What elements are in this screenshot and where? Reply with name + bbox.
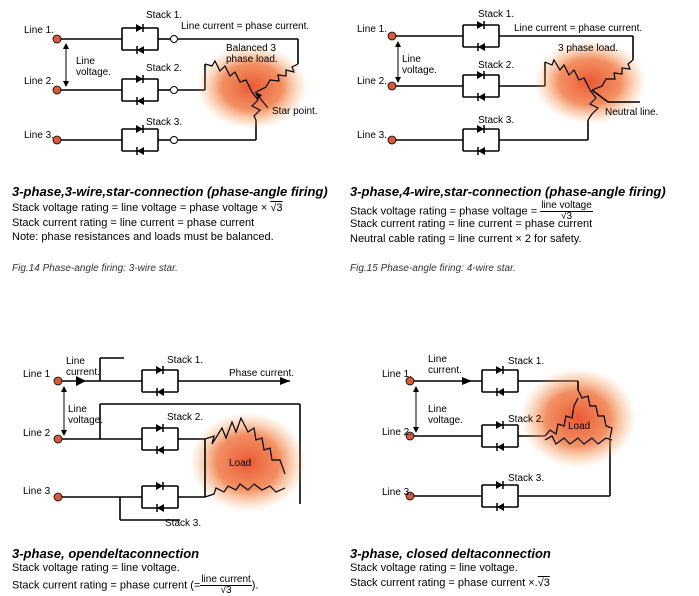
star4-line3: Neutral cable rating = line current × 2 … xyxy=(350,233,582,245)
sqrt3-symbol: √3 xyxy=(537,577,550,589)
star3-line2: Stack current rating = line current = ph… xyxy=(12,217,255,229)
open-delta-diagram xyxy=(53,357,306,521)
fig15-line2-label: Line 2. xyxy=(357,76,388,87)
fig14-line-voltage-label: Line voltage. xyxy=(76,56,112,78)
closed-delta-line1-label: Line 1. xyxy=(382,369,413,380)
closed-delta-line2-label: Line 2. xyxy=(382,427,413,438)
sqrt3-symbol: √3 xyxy=(270,202,283,214)
open-delta-stack1-label: Stack 1. xyxy=(167,355,204,366)
open-delta-load-label: Load xyxy=(229,458,252,469)
fig14-diagram xyxy=(52,23,307,156)
open-delta-heading: 3-phase, opendeltaconnection xyxy=(12,546,200,561)
star4-line2: Stack current rating = line current = ph… xyxy=(350,218,593,230)
open-delta-line-voltage-label: Line voltage. xyxy=(68,404,104,426)
closed-delta-line1: Stack voltage rating = line voltage. xyxy=(350,562,518,574)
fig15-load-label: 3 phase load. xyxy=(558,43,619,54)
closed-delta-diagram xyxy=(405,365,636,512)
fig14-load-label: Balanced 3 phase load. xyxy=(226,43,278,65)
open-delta-fraction: line current√3 xyxy=(200,574,252,596)
star4-line1: Stack voltage rating = phase voltage = l… xyxy=(350,200,593,222)
fig14-line1-label: Line 1. xyxy=(24,25,55,36)
open-delta-line2: Stack current rating = phase current (=l… xyxy=(12,574,259,596)
fig14-stack1-label: Stack 1. xyxy=(146,10,183,21)
open-delta-phase-current-label: Phase current. xyxy=(229,368,295,379)
closed-delta-line3-label: Line 3. xyxy=(382,487,413,498)
closed-delta-heading: 3-phase, closed deltaconnection xyxy=(350,546,551,561)
fig15-line-voltage-label: Line voltage. xyxy=(402,54,438,76)
closed-delta-line-voltage-label: Line voltage. xyxy=(428,404,464,426)
star4-fraction: line voltage√3 xyxy=(540,200,593,222)
fig15-line3-label: Line 3. xyxy=(357,130,388,141)
fig14-line2-label: Line 2. xyxy=(24,76,55,87)
open-delta-line-current-label: Line current. xyxy=(66,356,100,378)
fig15-stack3-label: Stack 3. xyxy=(478,115,515,126)
open-delta-line1: Stack voltage rating = line voltage. xyxy=(12,562,180,574)
open-delta-line3-label: Line 3 xyxy=(23,486,51,497)
star3-line1: Stack voltage rating = line voltage = ph… xyxy=(12,202,283,214)
fig14-stack3-label: Stack 3. xyxy=(146,117,183,128)
open-delta-line2-label: Line 2 xyxy=(23,428,51,439)
star4-heading: 3-phase,4-wire,star-connection (phase-an… xyxy=(350,184,666,199)
star3-heading: 3-phase,3-wire,star-connection (phase-an… xyxy=(12,184,328,199)
fig14-stack2-label: Stack 2. xyxy=(146,63,183,74)
fig15-line-current-label: Line current = phase current. xyxy=(514,23,643,34)
fig14-line3-label: Line 3. xyxy=(24,130,55,141)
fig15-stack2-label: Stack 2. xyxy=(478,60,515,71)
fig15-caption: Fig.15 Phase-angle firing: 4-wire star. xyxy=(350,263,516,274)
fig15-diagram xyxy=(387,20,646,156)
star3-line3: Note: phase resistances and loads must b… xyxy=(12,231,274,243)
open-delta-stack2-label: Stack 2. xyxy=(167,412,204,423)
closed-delta-stack3-label: Stack 3. xyxy=(508,473,545,484)
fig15-neutral-label: Neutral line. xyxy=(605,107,659,118)
closed-delta-line-current-label: Line current. xyxy=(428,354,462,376)
open-delta-line1-label: Line 1 xyxy=(23,369,51,380)
closed-delta-load-label: Load xyxy=(568,421,591,432)
fig15-line1-label: Line 1. xyxy=(357,24,388,35)
closed-delta-line2: Stack current rating = phase current ×.√… xyxy=(350,577,550,589)
closed-delta-stack2-label: Stack 2. xyxy=(508,414,545,425)
fig14-caption: Fig.14 Phase-angle firing: 3-wire star. xyxy=(12,263,178,274)
fig15-stack1-label: Stack 1. xyxy=(478,9,515,20)
fig14-line-current-label: Line current = phase current. xyxy=(181,21,310,32)
fig14-star-point-label: Star point. xyxy=(272,106,318,117)
open-delta-stack3-label: Stack 3. xyxy=(165,518,202,529)
closed-delta-stack1-label: Stack 1. xyxy=(508,356,545,367)
